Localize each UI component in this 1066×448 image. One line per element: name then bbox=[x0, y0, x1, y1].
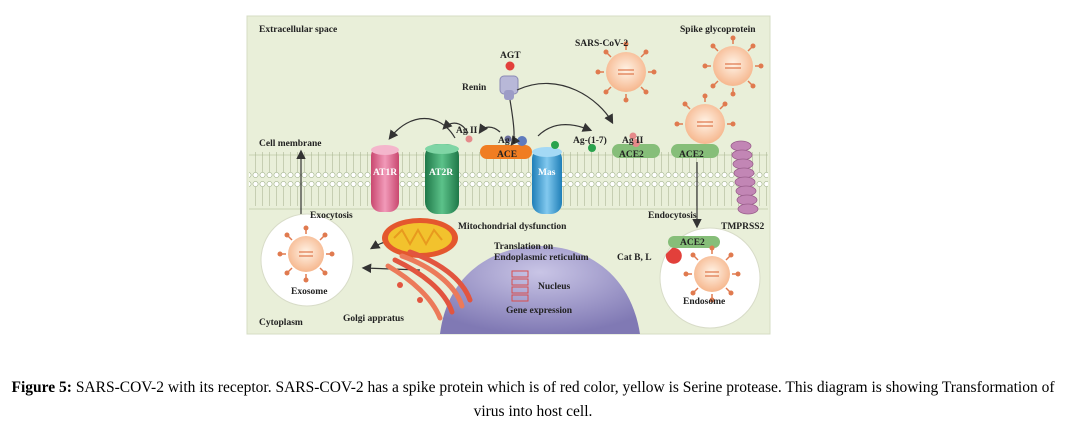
label-cytoplasm: Cytoplasm bbox=[259, 318, 303, 328]
label-translation-line1: Translation on bbox=[494, 242, 554, 252]
label-ag1: Ag I bbox=[498, 136, 516, 146]
virus-spike bbox=[702, 35, 764, 97]
figure-caption: Figure 5: SARS-COV-2 with its receptor. … bbox=[0, 376, 1066, 424]
label-agt: AGT bbox=[500, 51, 521, 61]
renin-enzyme bbox=[499, 75, 519, 100]
label-mas: Mas bbox=[538, 168, 556, 178]
label-ace2-b: ACE2 bbox=[679, 150, 704, 160]
agt-molecule bbox=[505, 61, 515, 71]
label-ag17: Ag-(1-7) bbox=[573, 135, 607, 146]
label-cat-b-l: Cat B, L bbox=[617, 253, 652, 263]
label-extracellular-space: Extracellular space bbox=[259, 25, 337, 35]
label-cell-membrane: Cell membrane bbox=[259, 139, 322, 149]
label-exocytosis: Exocytosis bbox=[310, 211, 353, 221]
label-mitochondrial-dysfunction: Mitochondrial dysfunction bbox=[458, 222, 567, 232]
ace2-receptor-a bbox=[612, 139, 660, 158]
label-at2r: AT2R bbox=[429, 168, 453, 178]
label-ag2-right: Ag II bbox=[622, 136, 644, 146]
ag2-molecule-left bbox=[465, 135, 473, 143]
label-ag2-left: Ag II bbox=[456, 126, 478, 136]
label-ace: ACE bbox=[497, 150, 517, 160]
at2r-receptor bbox=[425, 144, 459, 214]
at1r-receptor bbox=[371, 145, 399, 212]
endosome bbox=[659, 227, 761, 329]
caption-text: SARS-COV-2 with its receptor. SARS-COV-2… bbox=[71, 379, 1055, 420]
label-ace2-endosome: ACE2 bbox=[680, 238, 705, 248]
label-spike-glycoprotein: Spike glycoprotein bbox=[680, 25, 756, 35]
label-endocytosis: Endocytosis bbox=[648, 211, 697, 221]
label-endosome: Endosome bbox=[683, 297, 725, 307]
label-tmprss2: TMPRSS2 bbox=[721, 222, 765, 232]
label-ace2-a: ACE2 bbox=[619, 150, 644, 160]
tmprss2-protein bbox=[730, 140, 759, 215]
ag2-molecule-right bbox=[629, 132, 637, 140]
label-at1r: AT1R bbox=[373, 168, 397, 178]
label-golgi-apparatus: Golgi appratus bbox=[343, 314, 404, 324]
mas-receptor bbox=[532, 147, 562, 214]
mitochondrion bbox=[382, 218, 458, 258]
ag17-molecule-b bbox=[588, 144, 596, 152]
ag17-molecule-a bbox=[551, 141, 559, 149]
nucleus bbox=[440, 246, 640, 334]
label-translation-line2: Endoplasmic reticulum bbox=[494, 253, 589, 263]
virus-sars-cov-2 bbox=[595, 41, 657, 103]
cell-membrane bbox=[249, 152, 768, 212]
label-nucleus: Nucleus bbox=[538, 282, 571, 292]
virus-binding bbox=[674, 93, 736, 144]
ace2-receptor-b bbox=[671, 144, 719, 158]
golgi-apparatus bbox=[385, 249, 473, 321]
label-gene-expression: Gene expression bbox=[506, 306, 573, 316]
label-exosome: Exosome bbox=[291, 287, 327, 297]
label-sars-cov-2: SARS-CoV-2 bbox=[575, 39, 628, 49]
label-renin: Renin bbox=[462, 83, 487, 93]
exosome bbox=[260, 213, 354, 307]
caption-label: Figure 5: bbox=[11, 379, 72, 396]
ag1-molecule bbox=[504, 135, 512, 143]
